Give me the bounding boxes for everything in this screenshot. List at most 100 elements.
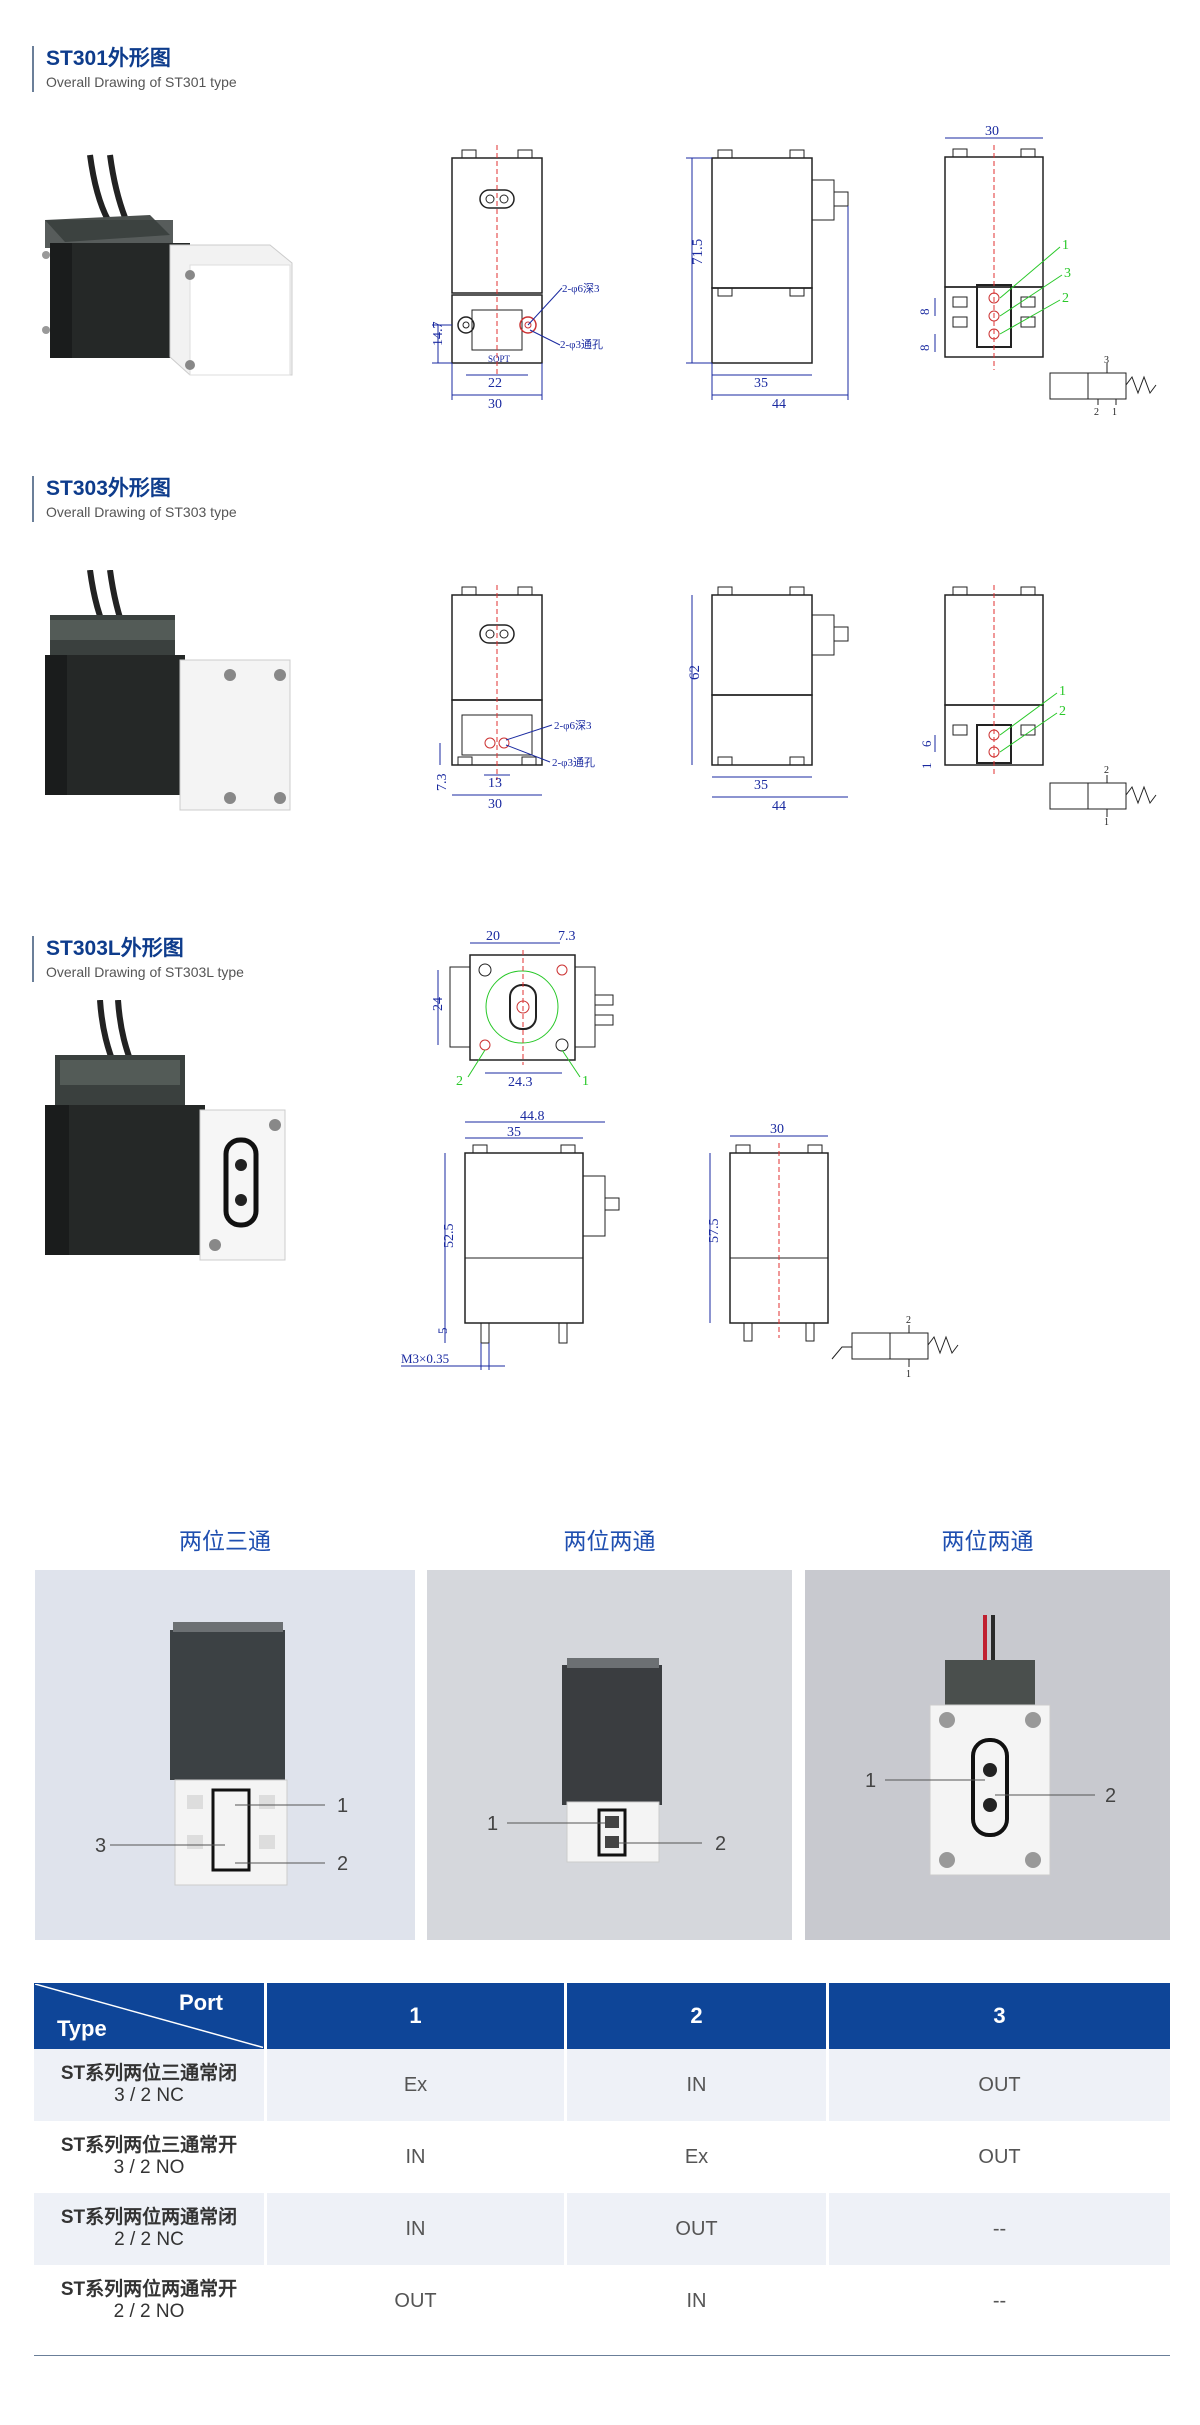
table-cell: Ex — [564, 2121, 826, 2193]
port-callout: 2 — [1105, 1785, 1116, 1807]
st303-valve-symbol: 2 1 — [1049, 765, 1157, 825]
dim-label: 1 — [919, 763, 934, 770]
section-subtitle: Overall Drawing of ST303 type — [46, 504, 237, 520]
dim-label: 14.7 — [431, 322, 446, 347]
dim-label: 44 — [772, 799, 786, 814]
table-cell: OUT — [826, 2049, 1170, 2121]
port-label: 2 — [456, 1074, 463, 1089]
table-cell: OUT — [826, 2121, 1170, 2193]
dim-label: 44 — [772, 397, 786, 412]
table-header-cell: 3 — [826, 1983, 1170, 2049]
type-name: ST系列两位两通常开 — [60, 2279, 238, 2300]
symbol-port: 2 — [1104, 765, 1109, 776]
dim-label: 35 — [754, 778, 768, 793]
dim-label: 6 — [919, 740, 934, 747]
section-title: ST303外形图 — [46, 477, 171, 500]
section-subtitle: Overall Drawing of ST303L type — [46, 964, 244, 980]
table-cell: IN — [264, 2121, 564, 2193]
st301-side-view-drawing: 71.5 35 44 — [686, 149, 849, 412]
port-label: 1 — [582, 1074, 589, 1089]
section-subtitle: Overall Drawing of ST301 type — [46, 74, 237, 90]
port-callout: 2 — [337, 1853, 348, 1875]
section-title: ST301外形图 — [46, 47, 171, 70]
table-cell: -- — [826, 2193, 1170, 2265]
dim-label: 2-φ3通孔 — [560, 338, 603, 351]
symbol-port: 1 — [906, 1369, 911, 1380]
section-header-st301: ST301外形图 Overall Drawing of ST301 type — [32, 46, 237, 92]
port-callout: 2 — [715, 1833, 726, 1855]
type-name: ST系列两位两通常闭 — [60, 2207, 238, 2228]
bottom-divider — [34, 2355, 1170, 2356]
config-panel-2way-l: 1 2 — [805, 1570, 1170, 1940]
st301-product-photo — [42, 154, 293, 376]
table-cell: IN — [264, 2193, 564, 2265]
dim-label: 7.3 — [435, 774, 450, 792]
section-header-st303: ST303外形图 Overall Drawing of ST303 type — [32, 476, 237, 522]
group-title: 两位两通 — [563, 1528, 656, 1554]
st303-side-view-drawing: 62 35 44 — [687, 586, 849, 814]
dim-label: 30 — [488, 797, 502, 812]
table-cell: -- — [826, 2265, 1170, 2337]
dim-label: 57.5 — [707, 1219, 722, 1244]
st303l-product-photo — [45, 1000, 286, 1261]
dim-label: 24.3 — [508, 1075, 533, 1090]
dim-label: 44.8 — [520, 1109, 545, 1124]
section-title: ST303L外形图 — [46, 937, 184, 960]
st301-port-view-drawing: 30 1 3 2 8 8 — [917, 124, 1071, 370]
st303-product-photo — [45, 570, 291, 811]
group-title: 两位两通 — [941, 1528, 1034, 1554]
dim-label: 2-φ6深3 — [562, 282, 600, 295]
table-cell: OUT — [564, 2193, 826, 2265]
table-header-row: Port Type 1 2 3 — [34, 1983, 1170, 2049]
type-name: ST系列两位三通常开 — [60, 2135, 238, 2156]
corner-type-label: Type — [57, 2016, 107, 2041]
type-code: 3 / 2 NC — [114, 2085, 184, 2106]
dim-label: 2-φ6深3 — [554, 719, 592, 732]
type-code: 3 / 2 NO — [113, 2157, 185, 2178]
dim-label: 30 — [985, 124, 999, 139]
dim-label: 7.3 — [558, 929, 576, 944]
port-label: 2 — [1059, 704, 1066, 719]
st303-port-view-drawing: 1 2 6 1 — [919, 585, 1066, 775]
corner-port-label: Port — [179, 1990, 223, 2015]
port-callout: 1 — [487, 1813, 498, 1835]
port-label: 3 — [1064, 266, 1071, 281]
dim-label: 35 — [754, 376, 768, 391]
dim-label: 35 — [507, 1125, 521, 1140]
type-code: 2 / 2 NO — [113, 2301, 185, 2322]
dim-label: 13 — [488, 776, 502, 791]
port-label: 2 — [1062, 291, 1069, 306]
port-label: 1 — [1059, 684, 1066, 699]
st303l-side-view-drawing: 44.8 35 52.5 5 M3×0.35 — [401, 1109, 620, 1370]
dim-label: 2-φ3通孔 — [552, 756, 595, 769]
type-name: ST系列两位三通常闭 — [60, 2063, 238, 2084]
dim-label: 71.5 — [690, 239, 706, 265]
table-corner-cell: Port Type — [34, 1983, 264, 2049]
dim-label: 52.5 — [442, 1224, 457, 1249]
table-header-cell: 2 — [564, 1983, 826, 2049]
dim-label: 30 — [488, 397, 502, 412]
dim-label: 62 — [687, 665, 703, 680]
dim-label: 8 — [917, 309, 932, 316]
st301-valve-symbol: 3 2 1 — [1049, 355, 1157, 415]
symbol-port: 3 — [1104, 355, 1109, 366]
config-panel-3way: 1 3 2 — [35, 1570, 415, 1940]
port-callout: 1 — [865, 1770, 876, 1792]
st303l-front-view-drawing: 30 57.5 — [707, 1122, 829, 1342]
st303l-valve-symbol: 2 1 — [831, 1315, 959, 1380]
dim-label: 20 — [486, 929, 500, 944]
dim-label: M3×0.35 — [401, 1351, 449, 1366]
st303-front-view-drawing: 2-φ6深3 2-φ3通孔 7.3 13 30 — [435, 585, 595, 812]
symbol-port: 1 — [1112, 407, 1117, 415]
table-cell: OUT — [264, 2265, 564, 2337]
config-panel-2way: 1 2 — [427, 1570, 792, 1940]
table-cell: IN — [564, 2049, 826, 2121]
